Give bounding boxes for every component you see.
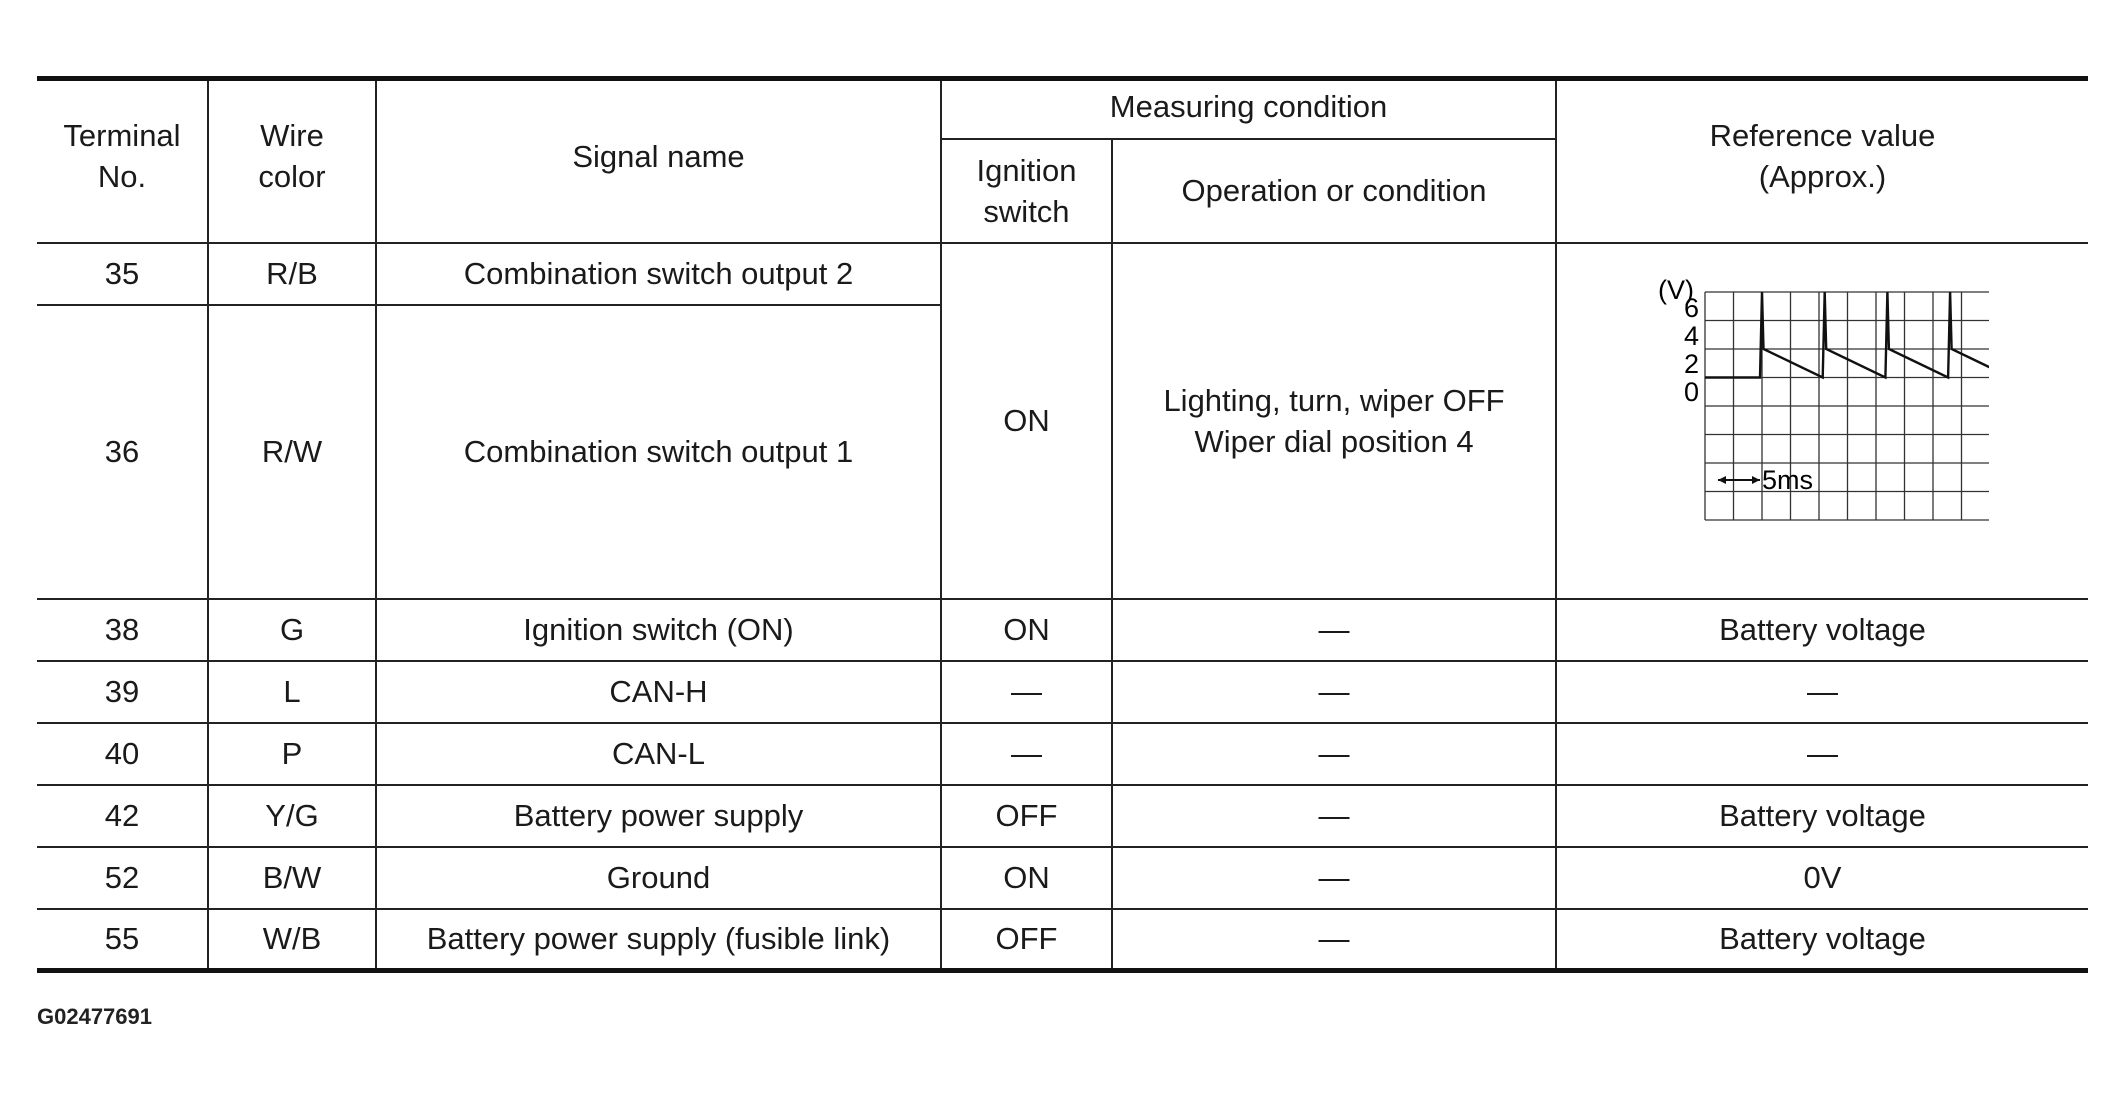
- operation-condition-cell: —: [1110, 907, 1558, 972]
- wire-color-cell: W/B: [207, 907, 377, 972]
- header-ignition-switch: Ignition switch: [941, 137, 1113, 244]
- header-row-top: Terminal No. Wire color Signal name Meas…: [37, 77, 2089, 244]
- signal-name-cell: Ground: [375, 845, 942, 910]
- waveform-unit-label: (V): [1658, 275, 1694, 305]
- terminal-cell: 40: [37, 721, 209, 786]
- figure-code: G02477691: [37, 1004, 152, 1029]
- reference-value-cell: Battery voltage: [1555, 907, 2089, 972]
- ignition-switch-cell: —: [940, 721, 1113, 786]
- table-row: 38 G Ignition switch (ON) ON — Battery v…: [37, 597, 2089, 662]
- table-row: 52 B/W Ground ON — 0V: [37, 845, 2089, 910]
- condition-line-2: Wiper dial position 4: [1194, 423, 1474, 459]
- header-wire-color: Wire color: [207, 77, 377, 244]
- terminal-cell: 52: [37, 845, 209, 910]
- wire-color-cell: R/W: [207, 303, 377, 600]
- y-tick-label: 6: [1683, 293, 1698, 323]
- operation-condition-cell: Lighting, turn, wiper OFF Wiper dial pos…: [1110, 241, 1558, 600]
- terminal-cell: 36: [37, 303, 209, 600]
- signal-name-cell: Combination switch output 2: [375, 241, 942, 306]
- oscilloscope-waveform: (V) 6 4 2 0 5ms: [1658, 275, 1989, 521]
- reference-value-cell: 0V: [1555, 845, 2089, 910]
- terminal-cell: 55: [37, 907, 209, 972]
- header-signal-name-text: Signal name: [572, 138, 745, 174]
- signal-name-cell: CAN-H: [375, 659, 942, 724]
- table-row: 35 R/B Combination switch output 2 ON Li…: [37, 241, 2089, 600]
- signal-name-cell: Battery power supply: [375, 783, 942, 848]
- table-row: 55 W/B Battery power supply (fusible lin…: [37, 907, 2089, 972]
- ignition-switch-cell: ON: [940, 845, 1113, 910]
- reference-value-cell: —: [1555, 721, 2089, 786]
- y-tick-label: 4: [1683, 321, 1698, 351]
- terminal-reference-table: Terminal No. Wire color Signal name Meas…: [37, 76, 2089, 973]
- header-terminal-no-text: Terminal No.: [63, 118, 181, 195]
- header-wire-color-text: Wire color: [258, 118, 326, 195]
- wire-color-cell: Y/G: [207, 783, 377, 848]
- operation-condition-cell: —: [1110, 721, 1558, 786]
- ignition-switch-cell: OFF: [940, 783, 1113, 848]
- header-measuring-condition: Measuring condition: [939, 77, 1558, 140]
- header-signal-name: Signal name: [375, 77, 942, 244]
- wire-color-cell: B/W: [207, 845, 377, 910]
- condition-line-1: Lighting, turn, wiper OFF: [1163, 382, 1505, 418]
- terminal-cell: 39: [37, 659, 209, 724]
- waveform-trace: [1704, 291, 1989, 379]
- operation-condition-cell: —: [1110, 597, 1558, 662]
- wire-color-cell: R/B: [207, 241, 377, 306]
- signal-name-cell: Ignition switch (ON): [375, 597, 942, 662]
- reference-waveform-cell: (V) 6 4 2 0 5ms: [1555, 241, 2089, 600]
- table-row: 36 R/W Combination switch output 1: [37, 303, 2088, 600]
- time-scale-label: 5ms: [1762, 465, 1813, 495]
- header-operation-condition: Operation or condition: [1110, 137, 1557, 244]
- signal-name-cell: Battery power supply (fusible link): [375, 907, 942, 972]
- table-row: 40 P CAN-L — — —: [37, 721, 2089, 786]
- terminal-cell: 42: [37, 783, 209, 848]
- wire-color-cell: G: [207, 597, 377, 662]
- header-row-bottom: Ignition switch Operation or condition: [37, 137, 2088, 244]
- header-reference-value: Reference value (Approx.): [1555, 77, 2089, 244]
- ignition-switch-cell: —: [940, 659, 1113, 724]
- waveform-grid: [1703, 290, 1989, 521]
- terminal-cell: 35: [37, 241, 209, 306]
- ignition-switch-value: ON: [1003, 403, 1050, 438]
- wire-color-cell: L: [207, 659, 377, 724]
- operation-condition-cell: —: [1110, 783, 1558, 848]
- header-operation-condition-text: Operation or condition: [1181, 173, 1487, 208]
- y-tick-label: 2: [1683, 349, 1698, 379]
- signal-name-cell: CAN-L: [375, 721, 942, 786]
- terminal-cell: 38: [37, 597, 209, 662]
- y-tick-label: 0: [1683, 377, 1698, 407]
- header-ignition-switch-text: Ignition switch: [976, 152, 1077, 229]
- header-terminal-no: Terminal No.: [37, 77, 209, 244]
- signal-name-cell: Combination switch output 1: [375, 303, 941, 600]
- reference-value-cell: Battery voltage: [1555, 597, 2089, 662]
- operation-condition-cell: —: [1110, 659, 1558, 724]
- wire-color-cell: P: [207, 721, 377, 786]
- reference-value-cell: —: [1555, 659, 2089, 724]
- operation-condition-cell: —: [1110, 845, 1558, 910]
- header-measuring-condition-text: Measuring condition: [1109, 88, 1388, 124]
- table-row: 42 Y/G Battery power supply OFF — Batter…: [37, 783, 2089, 848]
- header-reference-value-text: Reference value (Approx.): [1709, 118, 1936, 195]
- reference-value-cell: Battery voltage: [1555, 783, 2089, 848]
- ignition-switch-cell: OFF: [940, 907, 1113, 972]
- table-row: 39 L CAN-H — — —: [37, 659, 2089, 724]
- ignition-switch-cell: ON: [940, 241, 1113, 600]
- ignition-switch-cell: ON: [940, 597, 1113, 662]
- time-scale-marker: 5ms: [1717, 465, 1813, 495]
